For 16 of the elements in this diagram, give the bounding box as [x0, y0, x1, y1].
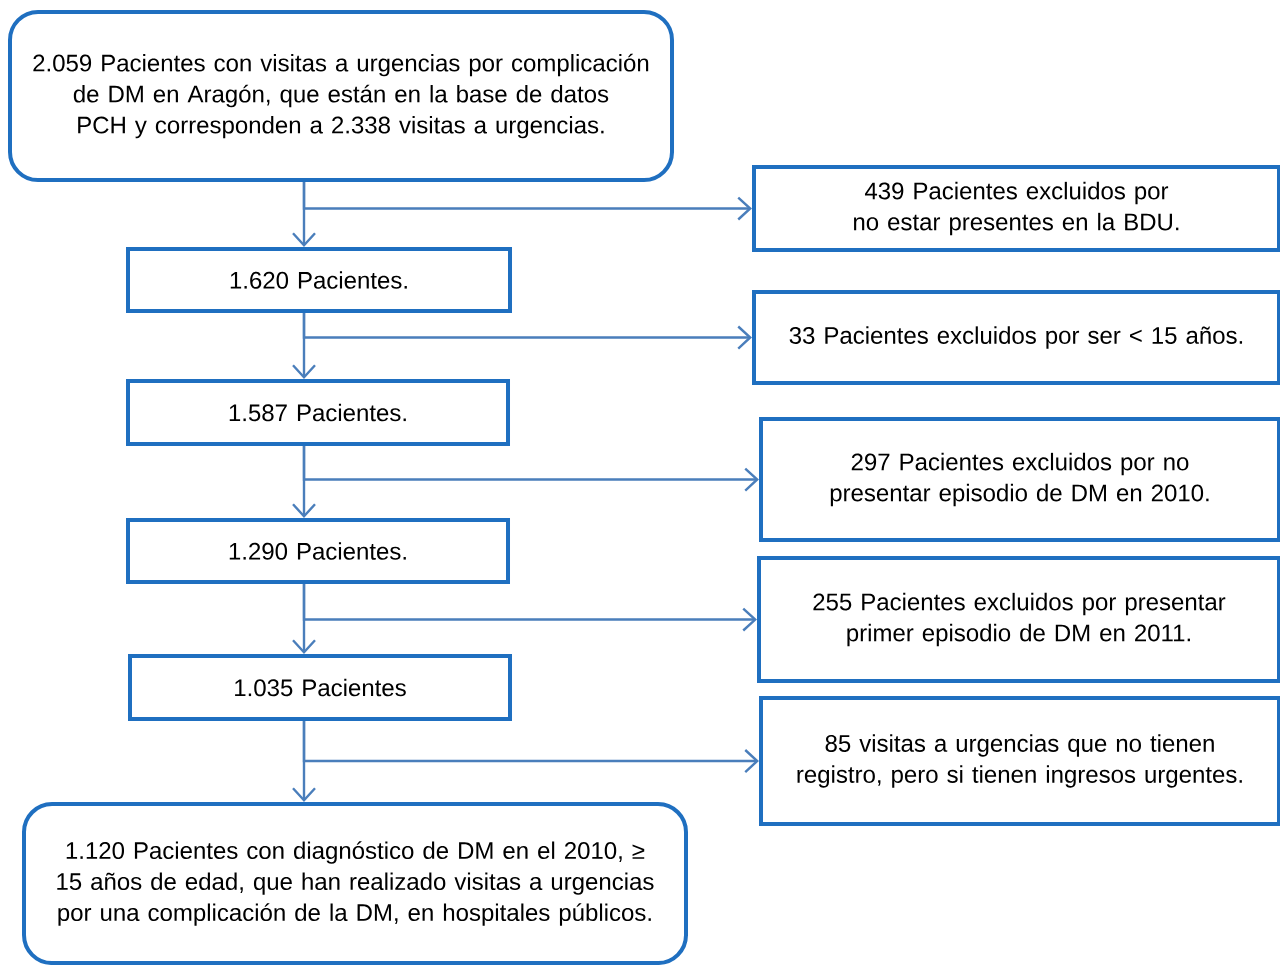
arrow: [292, 182, 316, 247]
arrow: [292, 721, 316, 802]
start-box: 2.059 Pacientes con visitas a urgencias por complicación de DM en Aragón, que están en la base de datos PCH y corresponden a 2.338 visitas a urgencias.: [8, 10, 674, 182]
arrow: [292, 446, 316, 518]
exclusion-box: 255 Pacientes excluidos por presentar primer episodio de DM en 2011.: [757, 556, 1280, 683]
result-box: 1.120 Pacientes con diagnóstico de DM en el 2010, ≥ 15 años de edad, que han realizado visitas a urgencias por una complicación de la DM, en hospitales públicos.: [22, 802, 688, 965]
exclusion-box: 85 visitas a urgencias que no tienen registro, pero si tienen ingresos urgentes.: [759, 696, 1280, 826]
process-box: 1.587 Pacientes.: [126, 379, 510, 446]
process-box: 1.620 Pacientes.: [126, 247, 512, 313]
exclusion-box: 439 Pacientes excluidos por no estar presentes en la BDU.: [752, 165, 1280, 252]
process-box: 1.290 Pacientes.: [126, 518, 510, 584]
arrow: [292, 313, 316, 379]
arrow: [292, 584, 316, 654]
exclusion-box: 297 Pacientes excluidos por no presentar episodio de DM en 2010.: [759, 417, 1280, 542]
exclusion-box: 33 Pacientes excluidos por ser < 15 años.: [752, 290, 1280, 385]
process-box: 1.035 Pacientes: [128, 654, 512, 721]
